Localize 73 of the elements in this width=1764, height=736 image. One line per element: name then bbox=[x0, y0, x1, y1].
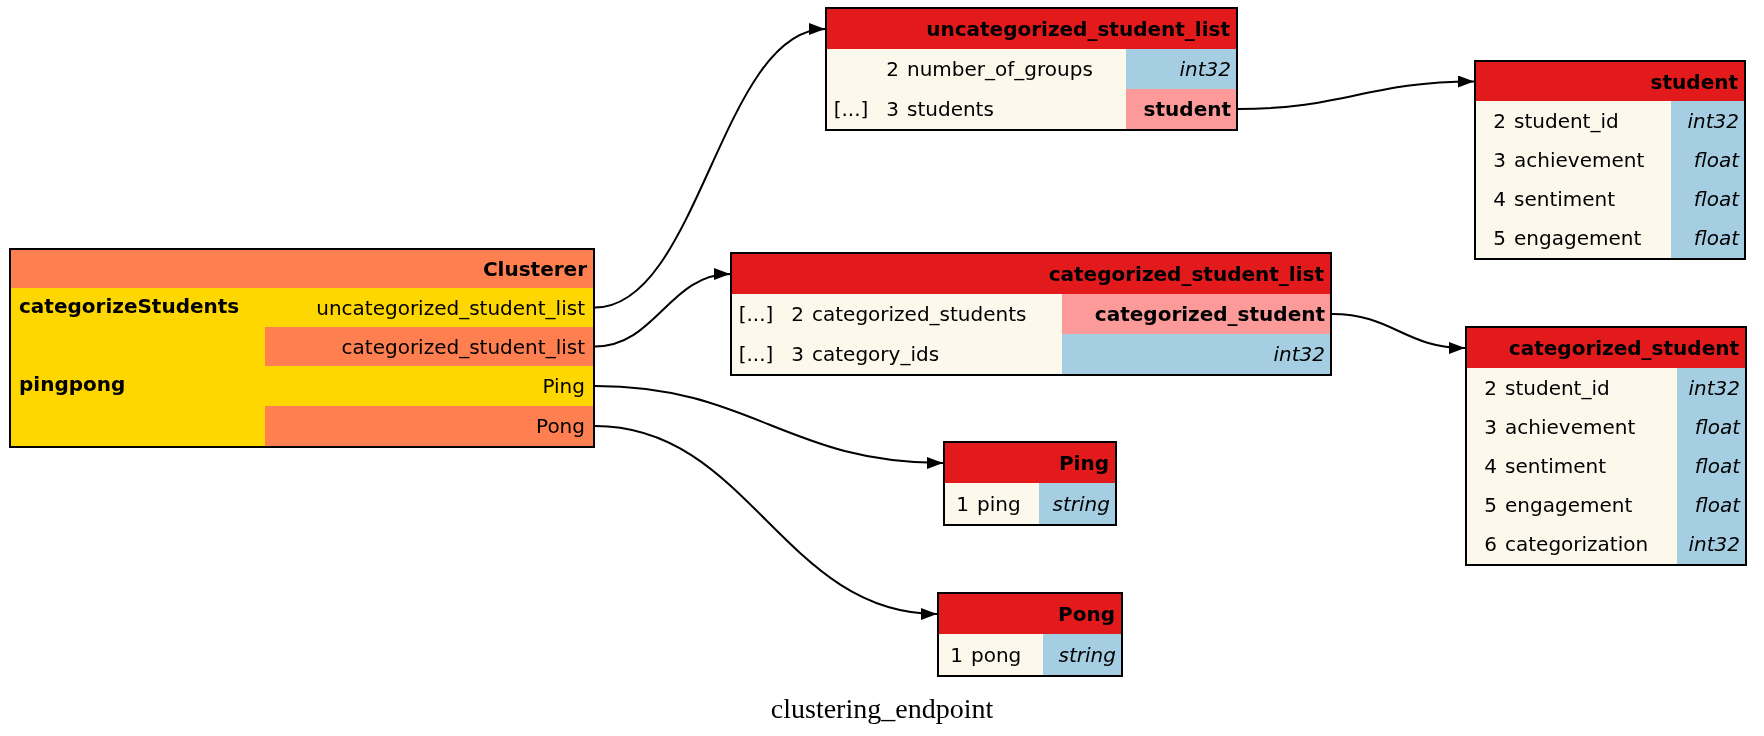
table-header: uncategorized_student_list bbox=[827, 9, 1236, 49]
field-name: students bbox=[905, 89, 1126, 129]
message-table bbox=[1465, 326, 1747, 566]
field-type: float bbox=[1671, 179, 1744, 218]
field-type: string bbox=[1043, 634, 1121, 675]
field-type: float bbox=[1677, 407, 1745, 446]
field-name: student_id bbox=[1512, 101, 1671, 140]
field-type: student bbox=[1126, 89, 1236, 129]
repeated-marker: [...] bbox=[732, 334, 780, 374]
table-header: Clusterer bbox=[11, 250, 593, 288]
field-name: number_of_groups bbox=[905, 49, 1126, 89]
field-type: int32 bbox=[1126, 49, 1236, 89]
table-header: student bbox=[1476, 62, 1744, 101]
field-name: ping bbox=[975, 483, 1039, 524]
field-number: 2 bbox=[1476, 101, 1512, 140]
table-header: categorized_student bbox=[1467, 328, 1745, 368]
rpc-field: Pong bbox=[265, 406, 593, 446]
field-number: 3 bbox=[1467, 407, 1503, 446]
message-table bbox=[943, 441, 1117, 526]
field-number: 1 bbox=[945, 483, 975, 524]
field-name: categorization bbox=[1503, 524, 1677, 564]
arrow bbox=[594, 26, 826, 309]
arrow bbox=[1331, 313, 1466, 354]
rpc-field: categorized_student_list bbox=[265, 327, 593, 366]
field-name: sentiment bbox=[1512, 179, 1671, 218]
field-name: engagement bbox=[1512, 218, 1671, 258]
field-name: categorized_students bbox=[810, 294, 1062, 334]
field-type: int32 bbox=[1062, 334, 1330, 374]
field-name: engagement bbox=[1503, 485, 1677, 524]
message-table bbox=[730, 252, 1332, 376]
field-name: achievement bbox=[1503, 407, 1677, 446]
field-number: 5 bbox=[1476, 218, 1512, 258]
service-table bbox=[9, 248, 595, 448]
table-header: Ping bbox=[945, 443, 1115, 483]
diagram-caption: clustering_endpoint bbox=[769, 693, 995, 725]
arrow bbox=[594, 269, 731, 348]
field-type: string bbox=[1039, 483, 1115, 524]
field-type: float bbox=[1677, 446, 1745, 485]
field-type: float bbox=[1671, 140, 1744, 179]
field-number: 2 bbox=[780, 294, 810, 334]
field-type: categorized_student bbox=[1062, 294, 1330, 334]
repeated-marker: [...] bbox=[827, 89, 875, 129]
repeated-marker: [...] bbox=[732, 294, 780, 334]
field-number: 3 bbox=[875, 89, 905, 129]
message-table bbox=[825, 7, 1238, 131]
field-type: float bbox=[1671, 218, 1744, 258]
field-type: int32 bbox=[1677, 368, 1745, 407]
field-number: 4 bbox=[1467, 446, 1503, 485]
table-header: Pong bbox=[939, 594, 1121, 634]
field-number: 1 bbox=[939, 634, 969, 675]
method-name: pingpong bbox=[11, 366, 265, 446]
message-table bbox=[1474, 60, 1746, 260]
field-number: 6 bbox=[1467, 524, 1503, 564]
field-number: 2 bbox=[875, 49, 905, 89]
table-header: categorized_student_list bbox=[732, 254, 1330, 294]
field-name: category_ids bbox=[810, 334, 1062, 374]
field-number: 4 bbox=[1476, 179, 1512, 218]
field-type: float bbox=[1677, 485, 1745, 524]
field-name: student_id bbox=[1503, 368, 1677, 407]
field-number: 5 bbox=[1467, 485, 1503, 524]
field-type: int32 bbox=[1671, 101, 1744, 140]
field-name: sentiment bbox=[1503, 446, 1677, 485]
field-number: 3 bbox=[1476, 140, 1512, 179]
method-name: categorizeStudents bbox=[11, 288, 265, 366]
arrow bbox=[594, 425, 938, 619]
field-type: int32 bbox=[1677, 524, 1745, 564]
arrow bbox=[594, 385, 944, 469]
field-name: achievement bbox=[1512, 140, 1671, 179]
field-number: 2 bbox=[1467, 368, 1503, 407]
message-table bbox=[937, 592, 1123, 677]
field-name: pong bbox=[969, 634, 1043, 675]
arrow bbox=[1237, 75, 1475, 110]
field-number: 3 bbox=[780, 334, 810, 374]
